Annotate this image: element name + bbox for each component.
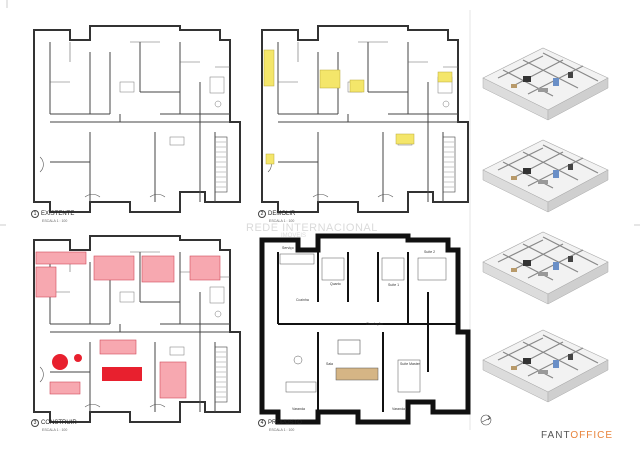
plan-title-1: EXISTENTE xyxy=(41,211,75,217)
plan-scale-2: ESCALA 1 : 100 xyxy=(269,219,295,223)
room-label-servico: Serviço xyxy=(282,246,294,250)
plan-demolir xyxy=(261,25,469,213)
plan-number-2: 2 xyxy=(258,210,266,218)
room-label-sala: Sala xyxy=(326,362,334,366)
watermark-sub: IMOVEIS xyxy=(281,233,307,239)
iso-view-2 xyxy=(482,139,609,213)
watermark: REDE INTERNACIONAL xyxy=(246,222,378,234)
iso-view-3 xyxy=(482,231,609,305)
plan-scale-4: ESCALA 1 : 100 xyxy=(269,428,295,432)
plan-title-3: CONSTRUIR xyxy=(41,420,77,426)
north-arrow-icon xyxy=(480,414,492,426)
room-label-cozinha: Cozinha xyxy=(296,298,309,302)
plan-proposto xyxy=(259,233,471,425)
iso-view-1 xyxy=(482,47,609,121)
brand-logo: FANTOFFICE xyxy=(541,430,614,441)
iso-view-4 xyxy=(482,329,609,403)
plan-title-2: DEMOLIR xyxy=(268,211,296,217)
room-label-suite-2: Suíte 2 xyxy=(424,250,436,254)
room-label-suite-1: Suíte 1 xyxy=(388,283,400,287)
plan-scale-3: ESCALA 1 : 100 xyxy=(42,428,68,432)
plan-number-3: 3 xyxy=(31,419,39,427)
plan-existente xyxy=(33,25,241,213)
room-label-circulacao: Circulação xyxy=(366,322,383,326)
plan-scale-1: ESCALA 1 : 100 xyxy=(42,219,68,223)
room-label-varanda-2: Varanda xyxy=(392,407,405,411)
room-label-quarto: Quarto xyxy=(330,282,341,286)
plan-construir xyxy=(33,235,241,423)
room-label-suite-master: Suíte Master xyxy=(400,362,420,366)
plan-title-4: PROPOSTO xyxy=(268,420,302,426)
plan-number-1: 1 xyxy=(31,210,39,218)
room-label-varanda-1: Varanda xyxy=(292,407,305,411)
plan-number-4: 4 xyxy=(258,419,266,427)
